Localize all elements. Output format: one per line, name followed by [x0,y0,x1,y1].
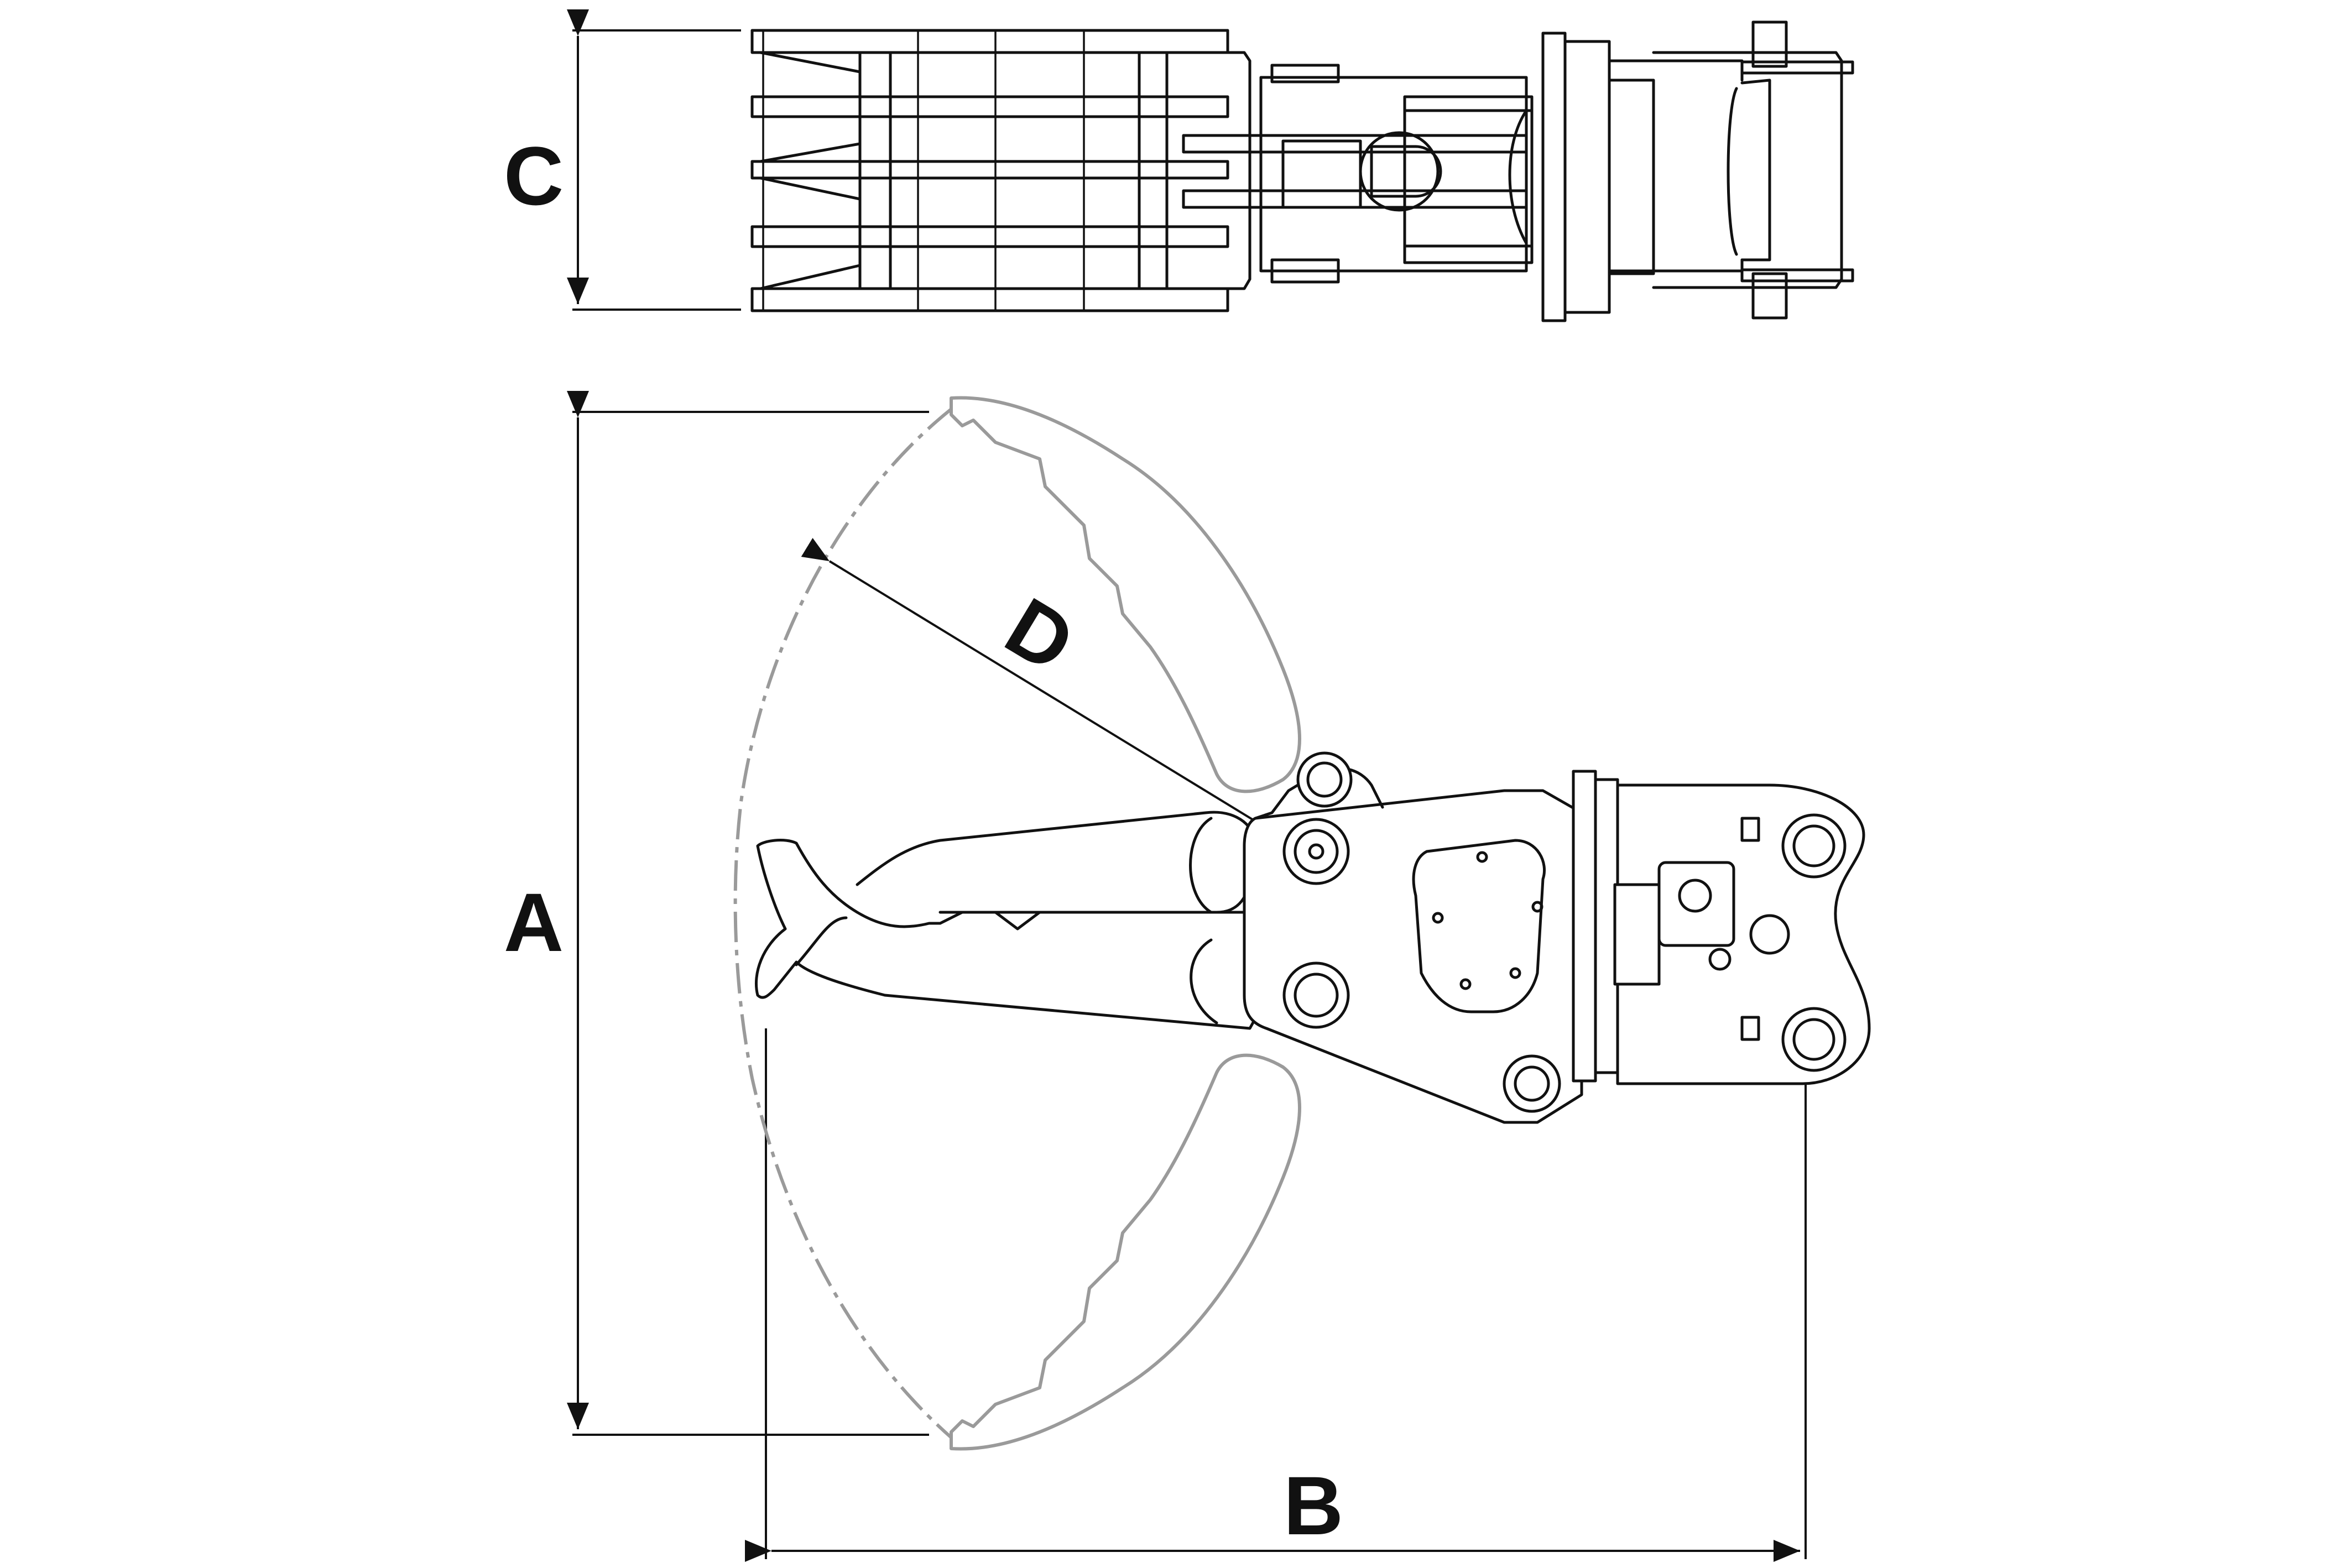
side-view: A B D [504,391,1871,1562]
dimension-b-label: B [1284,1459,1343,1552]
dimension-b: B [745,1028,1807,1562]
dimension-a-label: A [504,876,564,969]
dimension-a: A [504,391,929,1436]
dimension-d: D [801,537,1292,844]
top-view: C [504,9,1854,322]
grapple-body [1243,751,1583,1124]
dimension-d-label: D [990,579,1089,690]
dimension-c-label: C [504,129,564,222]
dimension-c: C [504,9,741,311]
closed-jaws [754,811,1263,1030]
rotator-mount [1572,770,1871,1085]
top-view-tines [750,29,1251,312]
top-view-rotator [1182,20,1854,322]
